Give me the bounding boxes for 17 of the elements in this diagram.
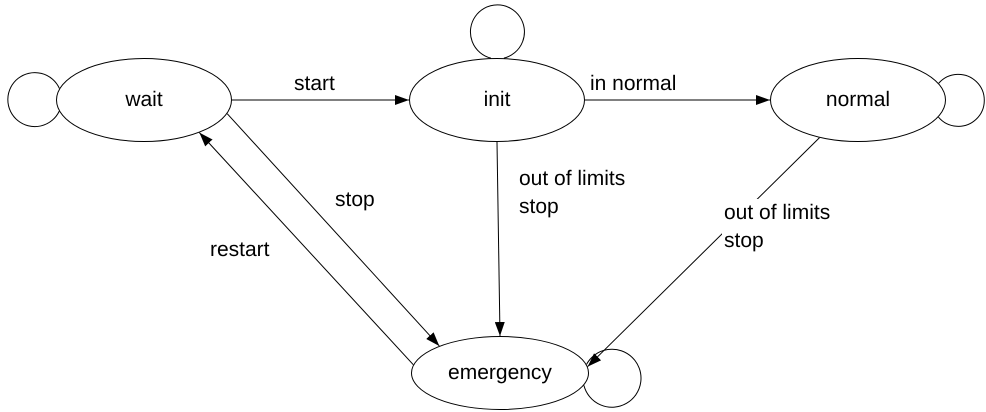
transition-arrow xyxy=(226,113,440,346)
self-loop xyxy=(7,72,60,128)
state-label: wait xyxy=(125,88,163,112)
state-label: emergency xyxy=(448,361,552,385)
transition-arrow xyxy=(198,132,414,366)
transition-arrow xyxy=(584,95,770,105)
state-ellipse xyxy=(56,58,232,142)
state-label: init xyxy=(484,88,510,112)
state-ellipse xyxy=(411,336,589,410)
transition-arrow xyxy=(494,142,505,336)
state-ellipse xyxy=(409,58,585,142)
transition-arrow xyxy=(232,95,410,105)
self-loop xyxy=(470,4,525,59)
state-ellipse xyxy=(770,58,946,142)
self-loop xyxy=(938,74,985,127)
state-label: normal xyxy=(826,88,890,112)
self-loop xyxy=(583,348,642,408)
